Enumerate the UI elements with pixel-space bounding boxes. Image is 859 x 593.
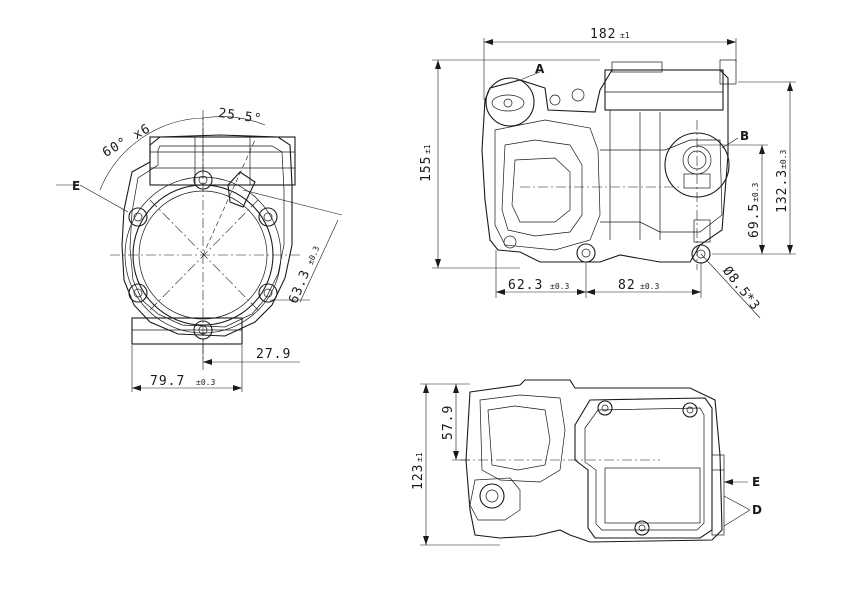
side-label-a: A xyxy=(535,62,545,76)
front-angle-small: 25.5° xyxy=(217,106,263,127)
side-dim-69: 69.5 ±0.3 xyxy=(747,183,762,238)
top-label-e: E xyxy=(752,475,760,489)
side-dim-82: 82 xyxy=(618,278,636,293)
front-dim-radius: 63.3 ±0.3 xyxy=(286,245,322,306)
svg-text:±0.3: ±0.3 xyxy=(751,183,760,202)
front-body-outline xyxy=(121,134,293,337)
side-dim-132: 132.3 ±0.3 xyxy=(775,150,790,213)
svg-text:123: 123 xyxy=(411,464,426,490)
side-label-b: B xyxy=(740,129,749,143)
svg-text:57.9: 57.9 xyxy=(441,405,456,440)
svg-text:155: 155 xyxy=(419,156,434,182)
front-base xyxy=(131,317,243,345)
side-top-reservoir xyxy=(604,69,724,111)
svg-text:69.5: 69.5 xyxy=(747,203,762,238)
front-body-inner xyxy=(129,145,285,328)
side-left-housing xyxy=(481,69,729,263)
front-dim-width: 79.7 xyxy=(150,374,185,389)
top-body-outline xyxy=(465,379,723,543)
svg-text:132.3: 132.3 xyxy=(775,169,790,213)
svg-text:±0.3: ±0.3 xyxy=(306,245,322,266)
top-dim-57: 57.9 xyxy=(441,405,456,440)
front-angle-main: 60° x6 xyxy=(100,121,153,160)
front-top-flange xyxy=(149,136,296,186)
side-dim-length: 182 xyxy=(590,27,616,42)
side-detail-a xyxy=(485,77,535,127)
side-dim-hole: Ø8.5 *3 xyxy=(719,264,763,314)
side-view: 182 ±1 155 ±1 132.3 ±0.3 69.5 ±0.3 62.3 … xyxy=(419,27,796,319)
side-dim-length-tol: ±1 xyxy=(620,31,630,40)
front-dim-27: 27.9 xyxy=(256,347,291,362)
svg-text:±1: ±1 xyxy=(423,144,432,154)
svg-text:±0.3: ±0.3 xyxy=(779,150,788,169)
front-view: 60° x6 25.5° E 63.3 ±0.3 27.9 79.7 ±0.3 xyxy=(56,106,343,392)
top-dim-123: 123 ±1 xyxy=(411,452,426,490)
svg-text:±1: ±1 xyxy=(415,452,424,462)
top-view: 123 ±1 57.9 E D xyxy=(411,379,762,546)
top-label-d: D xyxy=(752,503,762,517)
front-dim-width-tol: ±0.3 xyxy=(196,378,215,387)
side-dim-height: 155 ±1 xyxy=(419,144,434,182)
side-dim-82-tol: ±0.3 xyxy=(640,282,659,291)
side-dim-62-tol: ±0.3 xyxy=(550,282,569,291)
side-dim-62: 62.3 xyxy=(508,278,543,293)
top-reservoir xyxy=(574,397,713,539)
front-label-e: E xyxy=(72,179,80,193)
